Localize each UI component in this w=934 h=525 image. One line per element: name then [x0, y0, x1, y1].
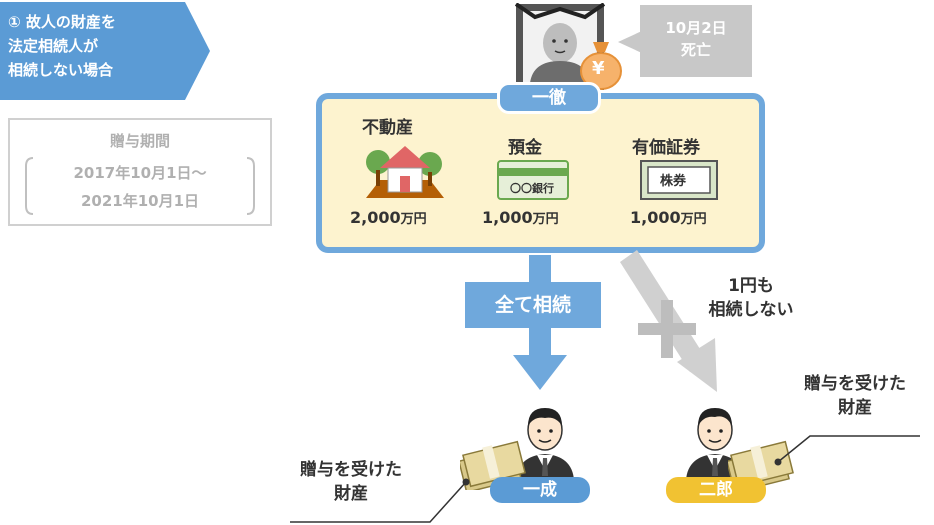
no-inheritance-line-2: 相続しない: [708, 300, 794, 320]
gift-period-start: 2017年10月1日〜: [73, 164, 207, 182]
heir2-name-pill: 二郎: [666, 477, 766, 503]
heir1-gift-line-1: 贈与を受けた: [300, 460, 402, 480]
title-line-1: ① 故人の財産を: [8, 13, 116, 31]
heir2-gift-leader-line: [774, 435, 920, 466]
bank-label: 〇〇銀行: [510, 182, 554, 195]
stock-certificate-icon: [640, 160, 718, 200]
death-date: 10月2日: [665, 19, 727, 37]
death-label: 死亡: [680, 41, 711, 59]
heir2-gift-label: 贈与を受けた 財産: [790, 372, 920, 420]
asset-deposit-name: 預金: [508, 138, 542, 158]
inherit-all-label: 全て相続: [465, 282, 601, 328]
heir1-gift-label: 贈与を受けた 財産: [286, 458, 416, 506]
death-date-box: 10月2日 死亡: [640, 5, 752, 77]
gift-period-title: 贈与期間: [109, 132, 170, 150]
money-bag-icon: [580, 42, 622, 90]
heir1-gift-leader-line: [290, 478, 470, 523]
heir2-gift-line-2: 財産: [838, 398, 872, 418]
gift-period-box: 贈与期間 2017年10月1日〜 2021年10月1日: [8, 118, 272, 226]
bankbook-icon: [497, 160, 569, 200]
no-inheritance-label: 1円も 相続しない: [696, 274, 806, 322]
title-line-2: 法定相続人が: [8, 37, 99, 55]
heir1-name-pill: 一成: [490, 477, 590, 503]
left-bracket-icon: [25, 157, 34, 215]
gift-period-end: 2021年10月1日: [80, 192, 200, 210]
asset-real-estate-name: 不動産: [362, 118, 413, 138]
asset-deposit-value: 1,000万円: [482, 208, 559, 227]
heir1-gift-line-2: 財産: [334, 484, 368, 504]
deceased-name-pill: 一徹: [497, 82, 601, 114]
no-inheritance-line-1: 1円も: [728, 276, 774, 296]
yen-symbol: ¥: [592, 58, 605, 79]
house-icon: [366, 146, 444, 198]
title-banner: [0, 2, 210, 100]
death-callout-pointer: [618, 30, 644, 54]
title-line-3: 相続しない場合: [8, 61, 114, 79]
title-text: ① 故人の財産を 法定相続人が 相続しない場合: [8, 10, 183, 82]
right-bracket-icon: [246, 157, 255, 215]
asset-real-estate-value: 2,000万円: [350, 208, 427, 227]
heir2-gift-line-1: 贈与を受けた: [804, 374, 906, 394]
asset-securities-name: 有価証券: [632, 138, 700, 158]
heir2-avatar-icon: [686, 408, 744, 480]
asset-securities-value: 1,000万円: [630, 208, 707, 227]
no-inheritance-arrow: [620, 250, 717, 392]
heir1-avatar-icon: [516, 408, 574, 480]
stock-label: 株券: [660, 174, 687, 189]
